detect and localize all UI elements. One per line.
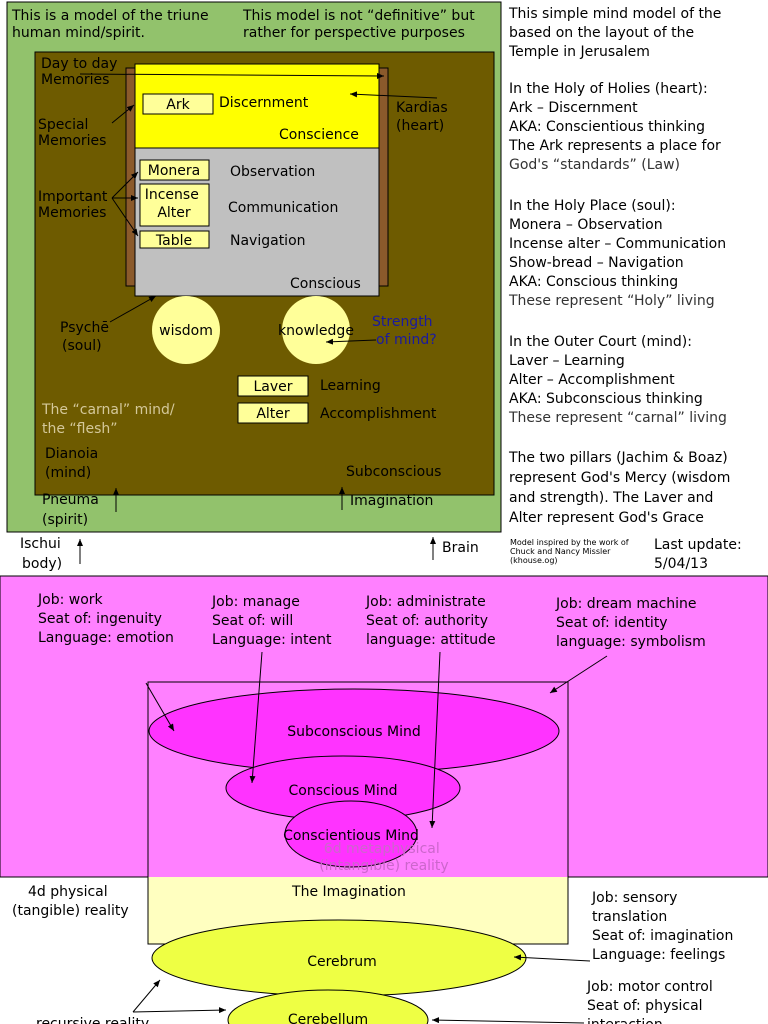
credit-text: Model inspired by the work of Chuck and … — [510, 538, 631, 565]
strength-label: Strength of mind? — [372, 314, 437, 348]
arrow-job-administrate — [429, 651, 441, 829]
communication-label: Communication — [228, 200, 338, 216]
svg-text:In the Holy Place (soul):: In the Holy Place (soul): Monera – Obser… — [508, 198, 731, 309]
table-box — [139, 230, 210, 249]
cerebellum-label: Cerebellum — [288, 1012, 368, 1024]
accomplishment-label: Accomplishment — [320, 406, 437, 422]
arrow-job-work — [145, 682, 175, 732]
physical-label: 4d physical (tangible) reality — [12, 884, 129, 919]
job-work: Job: work Seat of: ingenuity Language: e… — [37, 592, 174, 646]
table-label: Table — [155, 233, 192, 249]
arrow-recursive-2 — [132, 1007, 227, 1014]
conscious-mind-label: Conscious Mind — [288, 783, 397, 799]
incense-label: Incense Alter — [145, 187, 204, 221]
wisdom-circle — [152, 296, 220, 364]
arrow-job-dream — [549, 655, 608, 694]
laver-label: Laver — [253, 379, 292, 395]
the-imagination-label: The Imagination — [291, 884, 406, 900]
navigation-label: Navigation — [230, 233, 306, 249]
conscious-label: Conscious — [290, 276, 361, 292]
monera-box — [139, 159, 210, 181]
monera-label: Monera — [148, 163, 200, 179]
subconscious-label: Subconscious — [346, 464, 441, 480]
job-manage: Job: manage Seat of: will Language: inte… — [211, 594, 332, 648]
arrow-job-sensory — [513, 954, 591, 962]
subconscious-mind-label: Subconscious Mind — [287, 724, 421, 740]
pneuma-label: Pneuma (spirit) — [42, 492, 103, 528]
job-administrate: Job: administrate Seat of: authority lan… — [365, 594, 496, 648]
alter-box — [237, 402, 309, 424]
cerebrum-label: Cerebrum — [307, 954, 377, 970]
alter-label: Alter — [256, 406, 290, 422]
dianoia-label: Dianoia (mind) — [45, 446, 103, 481]
arrow-important-3 — [111, 197, 139, 237]
special-memories: Special Memories — [38, 117, 106, 149]
arrow-psyche — [109, 295, 157, 323]
job-dream-machine: Job: dream machine Seat of: identity lan… — [555, 596, 706, 650]
psyche-label: Psychē (soul) — [60, 320, 113, 354]
conscience-label: Conscience — [279, 127, 359, 143]
recursive-reality-label: recursive reality — [36, 1016, 149, 1024]
discernment-label: Discernment — [219, 95, 309, 111]
svg-text:In the Outer Court (mind):: In the Outer Court (mind): Laver – Learn… — [508, 334, 727, 426]
ark-label: Ark — [166, 97, 190, 113]
ark-box — [142, 93, 214, 115]
day-to-day-memories: Day to day Memories — [41, 56, 122, 88]
arrow-special — [111, 104, 135, 124]
knowledge-label: knowledge — [278, 323, 354, 339]
kardias-label: Kardias (heart) — [396, 100, 452, 134]
learning-label: Learning — [320, 378, 381, 394]
header-left: This is a model of the triune human mind… — [11, 8, 213, 41]
metaphysical-label: 6d metaphysical (intangible) reality — [319, 841, 448, 874]
ischui-label: Ischui body) — [20, 536, 65, 572]
arrow-day-to-day — [79, 72, 385, 79]
arrow-job-manage — [249, 651, 263, 784]
right-explanation-text: This simple mind model of the based on t… — [508, 6, 735, 526]
observation-label: Observation — [230, 164, 315, 180]
svg-text:The two pillars (Jachim & Boaz: The two pillars (Jachim & Boaz) represen… — [508, 450, 735, 526]
header-right: This model is not “definitive” but rathe… — [242, 8, 479, 41]
wisdom-label: wisdom — [159, 323, 213, 339]
svg-text:In the Holy of Holies (heart):: In the Holy of Holies (heart): Ark – Dis… — [508, 81, 725, 173]
conscientious-mind-ellipse — [284, 800, 418, 868]
last-update: Last update: 5/04/13 — [654, 537, 746, 572]
arrow-strength — [325, 338, 377, 345]
job-motor-control: Job: motor control Seat of: physical int… — [586, 979, 717, 1024]
arrow-kardias — [349, 91, 438, 99]
arrow-job-motor — [431, 1017, 585, 1024]
incense-box — [139, 183, 210, 227]
arrow-recursive-1 — [132, 979, 161, 1013]
cerebellum-ellipse — [227, 989, 429, 1024]
conscientious-mind-label: Conscientious Mind — [283, 828, 419, 844]
knowledge-circle — [282, 296, 350, 364]
arrow-important-1 — [111, 171, 139, 199]
job-sensory: Job: sensory translation Seat of: imagin… — [591, 890, 738, 963]
laver-box — [237, 375, 309, 397]
svg-text:This simple mind model of the: This simple mind model of the based on t… — [508, 6, 726, 60]
brain-label: Brain — [442, 540, 479, 556]
carnal-mind-label: The “carnal” mind/ the “flesh” — [41, 402, 179, 437]
imagination-label: Imagination — [350, 493, 433, 509]
important-memories: Important Memories — [38, 189, 112, 221]
